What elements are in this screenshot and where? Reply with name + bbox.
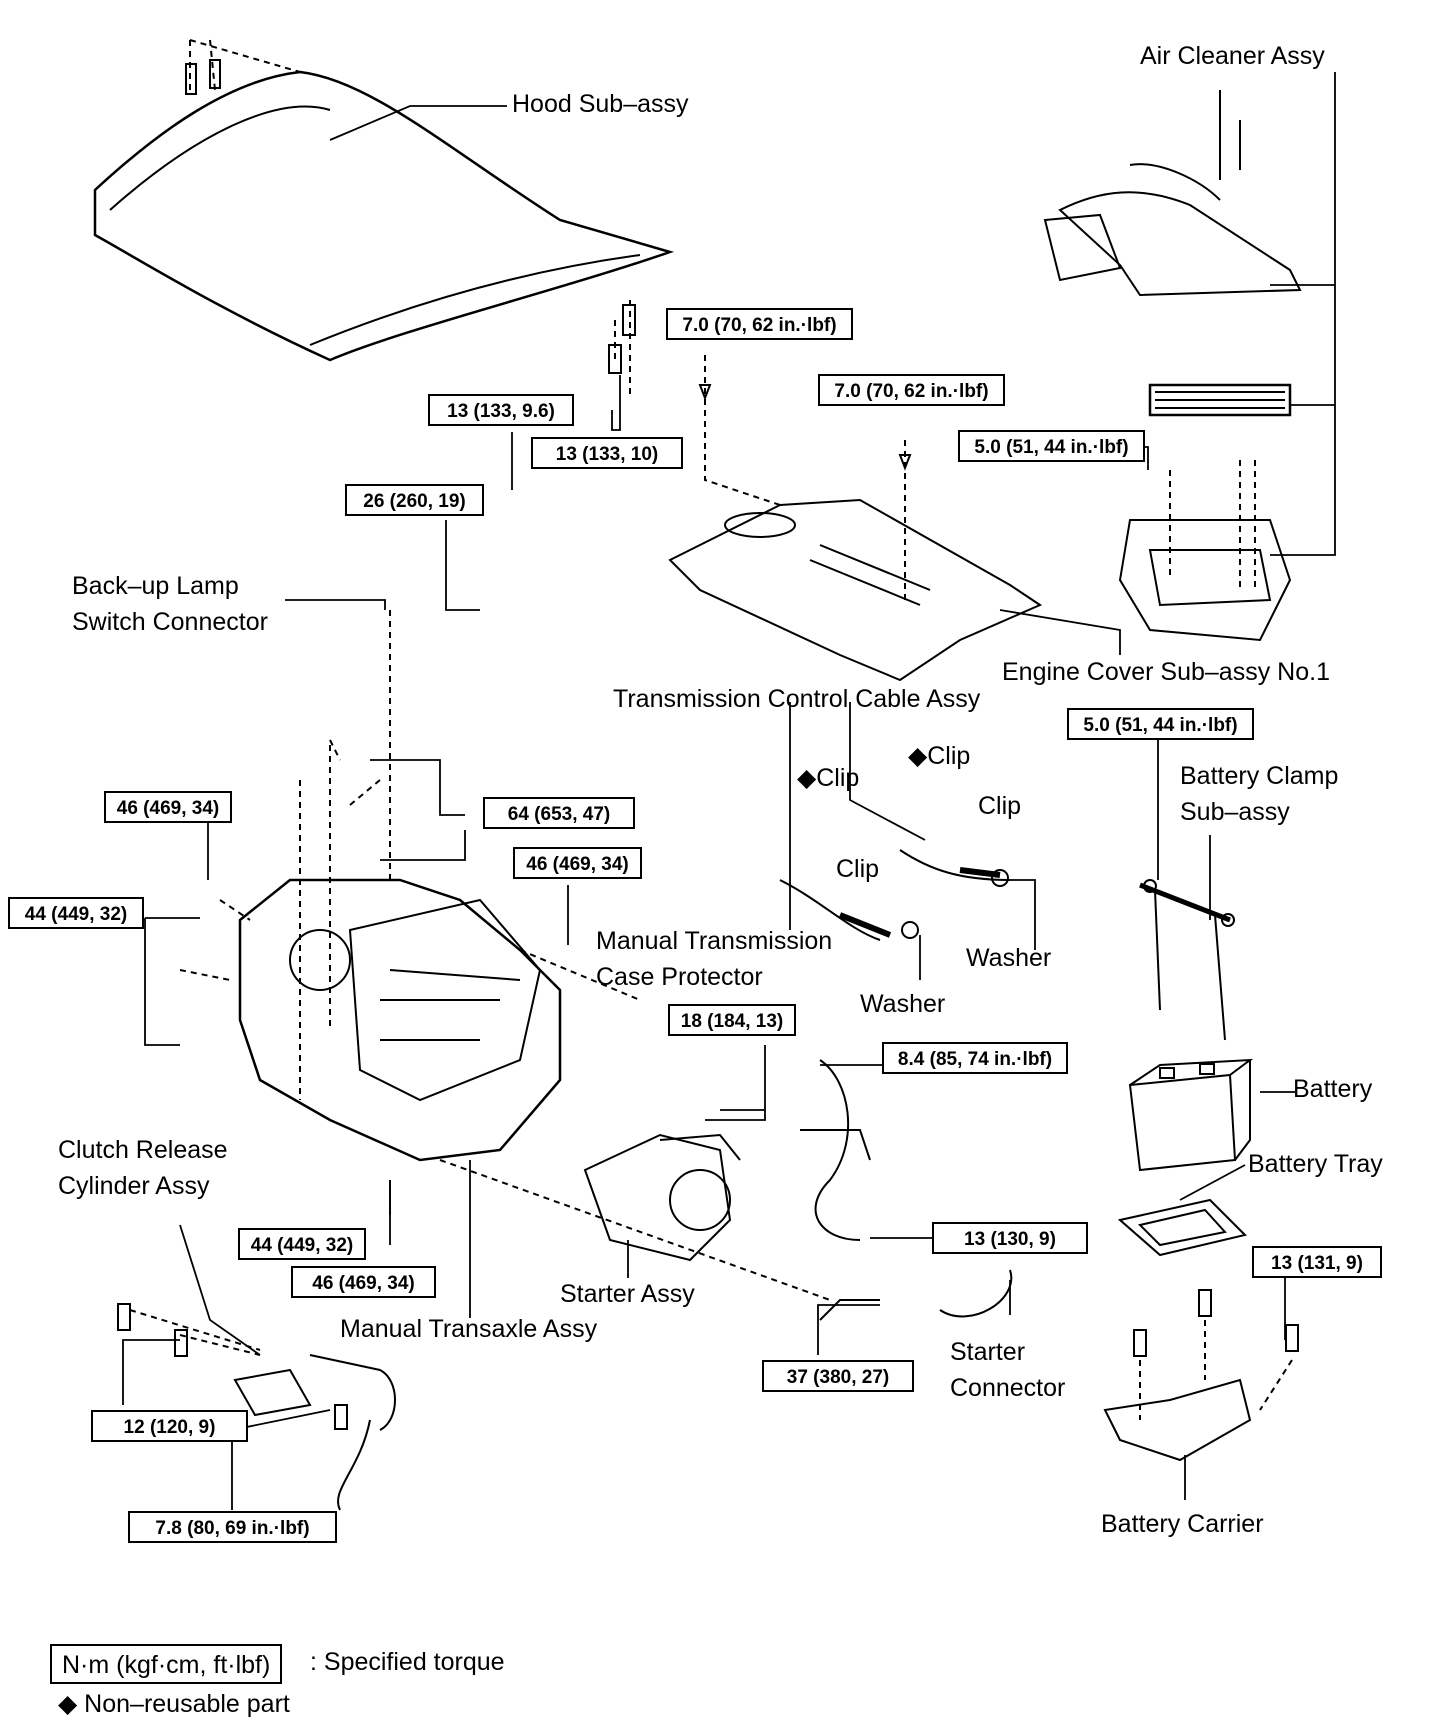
- transaxle-drawing: [179, 610, 831, 1301]
- cable-drawing: [779, 849, 1011, 941]
- battery-clamp-label-line1: Battery Clamp: [1180, 762, 1339, 790]
- clutch-cylinder-drawing: [117, 1303, 396, 1511]
- hood-label: Hood Sub–assy: [512, 90, 689, 118]
- battery-label: Battery: [1293, 1075, 1373, 1103]
- legend-unit-description: : Specified torque: [310, 1648, 505, 1676]
- torque-spec-engine-cover-left: 7.0 (70, 62 in.·lbf): [666, 308, 853, 340]
- battery-drawing: [1128, 1058, 1254, 1172]
- torque-spec-battery-clamp: 5.0 (51, 44 in.·lbf): [1067, 708, 1254, 740]
- battery-carrier-label: Battery Carrier: [1101, 1510, 1264, 1538]
- transmission-cable-label: Transmission Control Cable Assy: [613, 685, 981, 713]
- torque-spec-hood-1: 13 (133, 9.6): [428, 394, 574, 426]
- clutch-release-label-line1: Clutch Release: [58, 1136, 228, 1164]
- engine-cover-label: Engine Cover Sub–assy No.1: [1002, 658, 1330, 686]
- torque-spec-starter-terminal: 13 (130, 9): [932, 1222, 1088, 1254]
- clip-label-2: Clip: [836, 855, 880, 883]
- torque-spec-sensor: 8.4 (85, 74 in.·lbf): [882, 1042, 1068, 1074]
- torque-spec-clutch-cylinder: 12 (120, 9): [91, 1410, 248, 1442]
- torque-spec-clutch-line: 7.8 (80, 69 in.·lbf): [128, 1511, 337, 1543]
- air-cleaner-label: Air Cleaner Assy: [1140, 42, 1325, 70]
- battery-clamp-drawing: [1139, 879, 1235, 1041]
- mt-case-protector-label-line1: Manual Transmission: [596, 927, 833, 955]
- torque-spec-transaxle-top: 46 (469, 34): [104, 791, 232, 823]
- clutch-release-label-line2: Cylinder Assy: [58, 1172, 210, 1200]
- legend-non-reusable: ◆ Non–reusable part: [58, 1690, 290, 1718]
- leader-lines: [122, 72, 1336, 1510]
- battery-tray-label: Battery Tray: [1248, 1150, 1383, 1178]
- clip-non-reusable-label-1: ◆Clip: [908, 742, 971, 770]
- washer-label-1: Washer: [966, 944, 1052, 972]
- torque-spec-bracket: 18 (184, 13): [668, 1004, 796, 1036]
- engine-cover-drawing: [668, 355, 1043, 682]
- torque-spec-battery-carrier: 13 (131, 9): [1252, 1246, 1382, 1278]
- mt-case-protector-label-line2: Case Protector: [596, 963, 763, 991]
- battery-carrier-drawing: [1103, 1289, 1299, 1462]
- torque-spec-air-cleaner: 5.0 (51, 44 in.·lbf): [958, 430, 1145, 462]
- clip-non-reusable-label-2: ◆Clip: [797, 764, 860, 792]
- clip-label-1: Clip: [978, 792, 1022, 820]
- torque-spec-hood-2: 13 (133, 10): [531, 437, 683, 469]
- air-cleaner-drawing: [1043, 90, 1302, 642]
- manual-transaxle-label: Manual Transaxle Assy: [340, 1315, 598, 1343]
- starter-drawing: [583, 1133, 880, 1321]
- battery-tray-drawing: [1117, 1198, 1247, 1257]
- torque-spec-starter: 37 (380, 27): [762, 1360, 914, 1392]
- backup-lamp-label-line1: Back–up Lamp: [72, 572, 239, 600]
- battery-clamp-label-line2: Sub–assy: [1180, 798, 1290, 826]
- torque-spec-transaxle-lower: 46 (469, 34): [291, 1266, 436, 1298]
- torque-spec-transaxle-left: 44 (449, 32): [8, 897, 144, 929]
- torque-spec-transaxle-bottom: 44 (449, 32): [238, 1228, 366, 1260]
- torque-spec-ground: 26 (260, 19): [345, 484, 484, 516]
- starter-assy-label: Starter Assy: [560, 1280, 695, 1308]
- backup-lamp-label-line2: Switch Connector: [72, 608, 268, 636]
- torque-spec-transaxle-upper: 64 (653, 47): [483, 797, 635, 829]
- hood-drawing: [93, 39, 675, 395]
- torque-spec-case-protector: 46 (469, 34): [513, 847, 642, 879]
- starter-connector-label-line2: Connector: [950, 1374, 1066, 1402]
- sensor-harness-drawing: [800, 1059, 1013, 1318]
- legend-unit-box: N·m (kgf·cm, ft·lbf): [50, 1644, 283, 1684]
- starter-connector-label-line1: Starter: [950, 1338, 1026, 1366]
- torque-spec-engine-cover-right: 7.0 (70, 62 in.·lbf): [818, 374, 1005, 406]
- washer-label-2: Washer: [860, 990, 946, 1018]
